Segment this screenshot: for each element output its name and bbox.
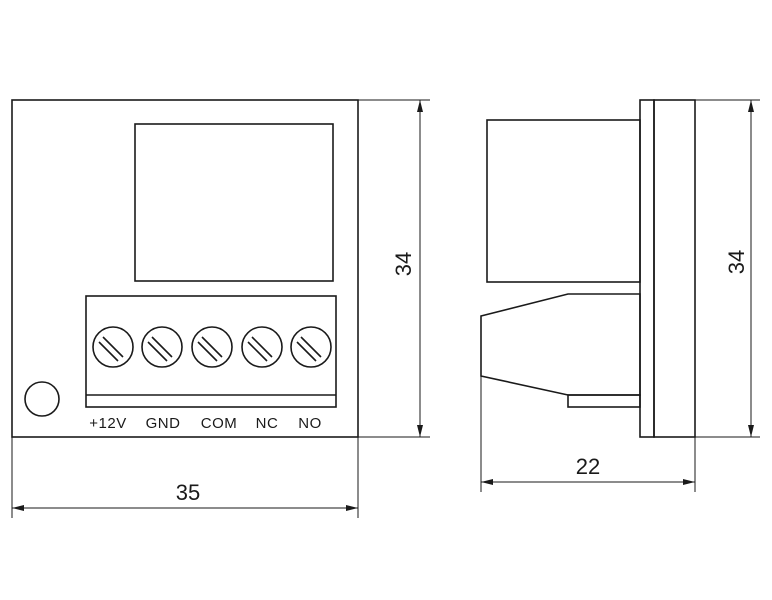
front-height-dimension-label: 34: [391, 252, 416, 276]
terminal-screw: [241, 326, 283, 368]
relay-body-side: [486, 119, 641, 283]
terminal-label-12v: +12V: [89, 415, 126, 432]
pin-side: [567, 394, 641, 408]
terminal-screw: [141, 326, 183, 368]
depth-dimension-label: 22: [576, 454, 600, 479]
terminal-screw: [191, 326, 233, 368]
terminal-label-no: NO: [298, 415, 322, 432]
width-dimension-label: 35: [176, 480, 200, 505]
front-height-dimension: 34: [358, 99, 430, 438]
front-plate-side: [639, 99, 655, 438]
terminal-label-com: COM: [201, 415, 238, 432]
front-housing-outline: [11, 99, 359, 438]
relay-window: [134, 123, 334, 282]
depth-dimension: 22: [480, 376, 696, 492]
front-view: +12V GND COM NC NO 35 34: [11, 99, 430, 518]
terminal-block: +12V GND COM NC NO: [85, 295, 337, 432]
terminal-block-side: [480, 293, 641, 396]
side-height-dimension: 34: [695, 99, 760, 438]
terminal-label-gnd: GND: [146, 415, 181, 432]
side-height-dimension-label: 34: [724, 250, 749, 274]
terminal-block-body: [85, 295, 337, 408]
side-view: 34 22: [480, 99, 760, 492]
terminal-screw: [290, 326, 332, 368]
rear-plate-side: [653, 99, 696, 438]
width-dimension: 35: [11, 437, 359, 518]
terminal-screw: [92, 326, 134, 368]
led-indicator: [24, 381, 60, 417]
terminal-label-nc: NC: [256, 415, 279, 432]
